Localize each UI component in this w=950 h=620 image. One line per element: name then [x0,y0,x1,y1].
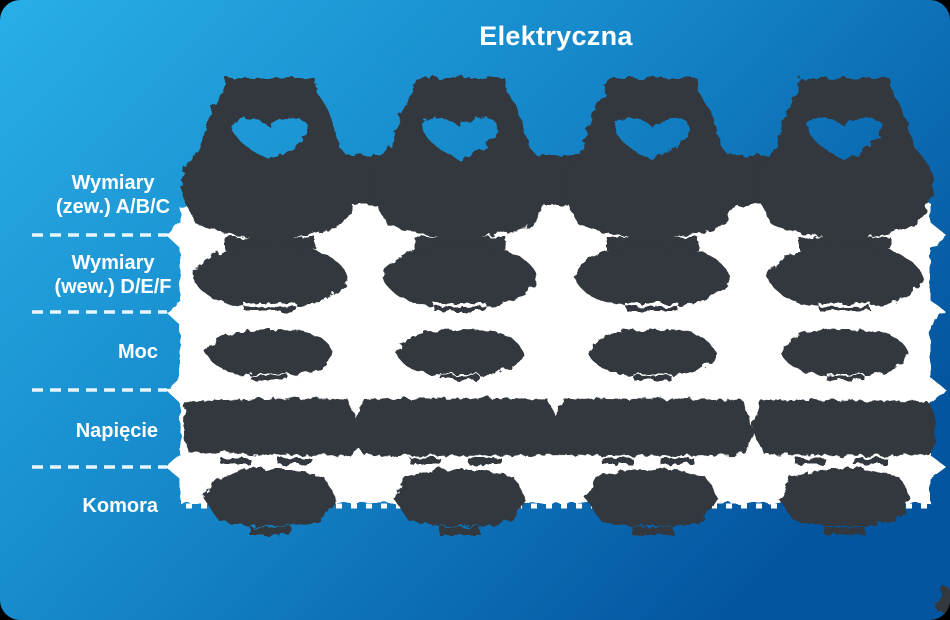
row-label-line: (zew.) A/B/C [55,196,171,218]
redacted-power-value [781,329,909,380]
row-separators [32,233,167,469]
row-label-dimensions-external: Wymiary (zew.) A/B/C [28,171,198,219]
redacted-voltage-fragment [795,458,887,464]
redacted-chamber-value [394,469,526,535]
row-label-chamber: Komora [82,495,158,517]
row-label-line: Wymiary [71,252,155,274]
row-label-power: Moc [118,341,158,363]
redacted-product-image [563,78,741,238]
redacted-internal-dimensions-value [382,246,538,311]
category-title: Elektryczna [479,21,633,51]
redacted-product-image [756,78,934,238]
row-label-line: Wymiary [71,172,155,194]
row-label-voltage: Napięcie [75,420,158,442]
redacted-internal-dimensions-value [574,246,730,311]
redacted-content-layer [181,78,950,616]
redacted-chamber-value [779,469,911,535]
redacted-chamber-value [204,469,336,535]
row-label-line: (wew.) D/E/F [54,276,172,298]
redacted-chamber-value [586,469,718,535]
redacted-product-image [181,78,359,238]
redacted-internal-dimensions-value [192,246,348,311]
row-label-dimensions-internal: Wymiary (wew.) D/E/F [28,251,198,299]
redacted-power-value [206,329,334,380]
redacted-voltage-fragment [220,458,312,464]
redacted-voltage-fragment [410,458,502,464]
redacted-internal-dimensions-value [767,246,923,311]
redacted-voltage-fragment [602,458,694,464]
redacted-product-image [371,78,549,238]
redacted-power-value [588,329,716,380]
redacted-fragment [936,585,950,616]
redacted-power-value [396,329,524,380]
redacted-voltage-value [183,398,936,456]
